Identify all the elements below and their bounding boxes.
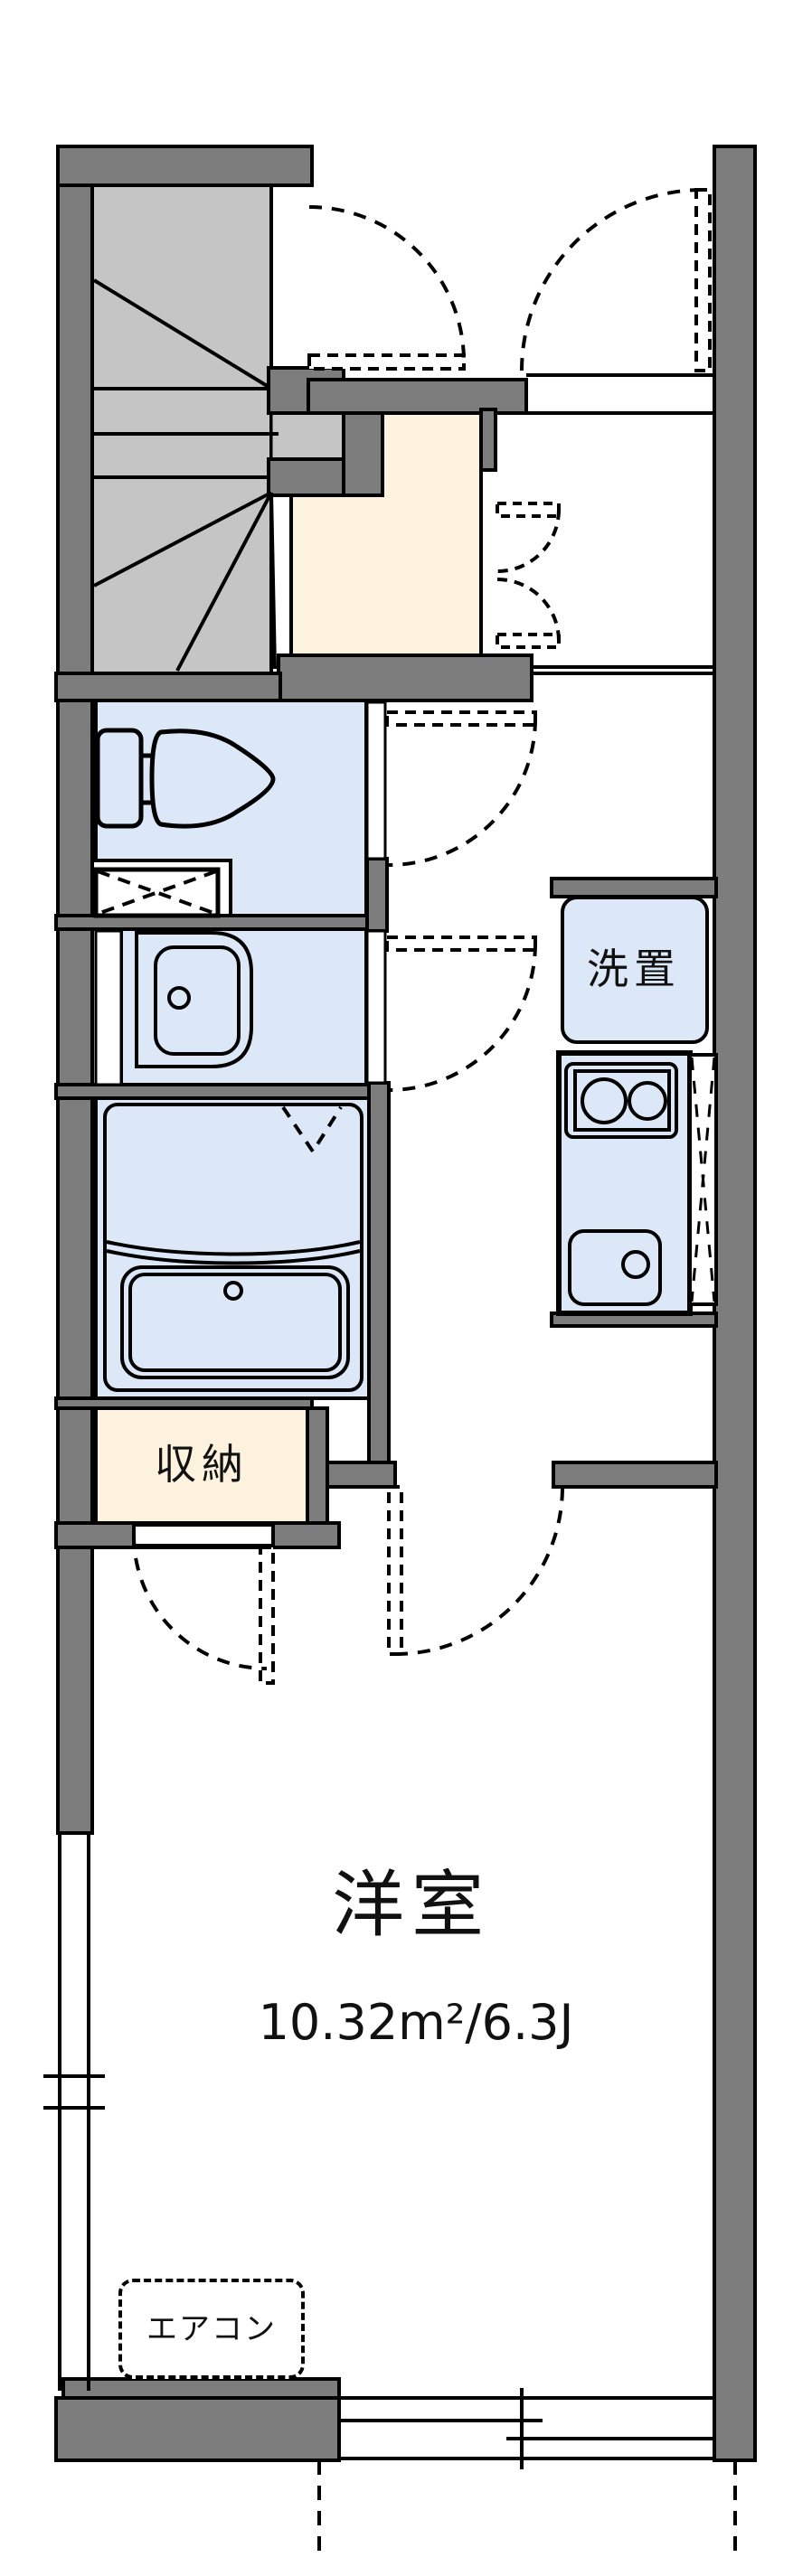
thin-partitions — [94, 700, 387, 1086]
burner-icon — [628, 1081, 667, 1121]
washer-space-box — [561, 896, 709, 1044]
wall-right — [713, 145, 757, 2462]
washbasin-icon — [135, 931, 253, 1068]
washer-space-label: 洗置 — [587, 945, 681, 993]
storage-door-arc — [132, 1535, 268, 1670]
aircon-label: エアコン — [146, 2310, 277, 2347]
wall-entry-pocket — [342, 411, 384, 497]
bath-folding-door-icon — [281, 1105, 343, 1155]
washroom-door-leaf — [385, 935, 537, 952]
partition-washroom-right — [365, 929, 387, 1085]
storage-label: 収納 — [155, 1440, 249, 1489]
door-leaf — [307, 353, 466, 371]
stair-landing — [269, 411, 345, 461]
wall-genkan-bottom — [277, 653, 533, 702]
wall-kitchen-top — [550, 877, 718, 898]
wall-bedroom-top-left — [326, 1461, 397, 1489]
burner-icon — [581, 1077, 628, 1124]
wall-stair-nub-lower — [267, 457, 345, 497]
western-room-label: 洋室 — [332, 1863, 491, 1947]
stove-icon — [564, 1062, 678, 1139]
bathtub-icon — [120, 1265, 350, 1379]
wall-bottom-inner-bar — [61, 2377, 341, 2401]
genkan-door-arc — [496, 578, 561, 642]
walls — [54, 145, 757, 2462]
staircase-treads — [92, 278, 279, 672]
washroom-door-arc — [388, 943, 537, 1092]
toilet-icon — [95, 728, 276, 829]
bedroom-door-leaf — [387, 1485, 403, 1656]
wall-stair-bottom — [54, 672, 282, 702]
entrance-door-leaf — [694, 188, 712, 372]
storage-door-open-leaf — [259, 1546, 275, 1685]
entrance-door-arc — [520, 188, 703, 371]
kitchen-sink-icon — [568, 1229, 662, 1306]
wall-bedroom-top-right — [552, 1461, 718, 1489]
washroom-door-panel — [94, 929, 123, 1086]
western-room-area-label: 10.32m²/6.3J — [258, 1994, 574, 2051]
wall-bottom-left — [54, 2396, 341, 2462]
windows — [43, 373, 737, 2560]
wall-hall-left — [367, 1081, 391, 1466]
genkan-door-arc — [496, 509, 561, 573]
kitchen-icon — [556, 1050, 693, 1316]
bedroom-door-arc — [394, 1486, 564, 1656]
genkan-door-leaf — [496, 502, 561, 518]
wall-top-band — [307, 378, 528, 415]
aircon-box: エアコン — [118, 2279, 305, 2379]
wall-bathroom-storage — [54, 1396, 314, 1410]
genkan-door-leaf — [496, 633, 561, 649]
partition-toilet-right — [365, 700, 387, 860]
storage-door-leaf — [132, 1523, 275, 1547]
hall-door-arc — [388, 718, 537, 867]
wall-hall-nub — [365, 857, 389, 933]
wall-left — [56, 145, 94, 1835]
hall-door-leaf — [385, 710, 537, 727]
toilet-shelf-icon — [93, 867, 221, 918]
doors — [132, 188, 712, 1685]
staircase-floor — [90, 183, 273, 675]
wall-storage-right — [306, 1406, 329, 1528]
wall-washroom-bathroom — [54, 1083, 373, 1100]
wall-genkan-door-post — [479, 408, 497, 472]
wall-top-left — [56, 145, 314, 187]
bath-unit-icon — [103, 1103, 364, 1392]
kitchen-side-window — [688, 1053, 718, 1306]
door-swing-arc — [308, 205, 466, 362]
